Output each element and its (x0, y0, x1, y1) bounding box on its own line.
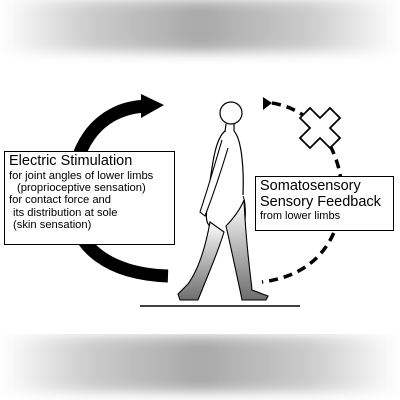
stimulation-line-4: its distribution at sole (13, 206, 118, 219)
blurred-bottom-band (0, 336, 400, 392)
stimulation-line-5: (skin sensation) (13, 218, 92, 231)
cross-icon (298, 106, 342, 150)
stimulation-line-3: for contact force and (9, 194, 111, 207)
stimulation-line-2: (proprioceptive sensation) (17, 182, 146, 195)
blurred-top-band (0, 0, 400, 52)
feedback-title-1: Somatosensory (260, 178, 361, 194)
feedback-title-2: Sensory Feedback (260, 194, 381, 210)
feedback-line-1: from lower limbs (260, 210, 341, 222)
stimulation-line-1: for joint angles of lower limbs (9, 170, 154, 182)
stimulation-title: Electric Stimulation (9, 153, 133, 169)
stimulation-box: Electric Stimulation for joint angles of… (4, 151, 175, 245)
feedback-box: Somatosensory Sensory Feedback from lowe… (255, 176, 394, 231)
walking-person-icon (177, 101, 269, 301)
